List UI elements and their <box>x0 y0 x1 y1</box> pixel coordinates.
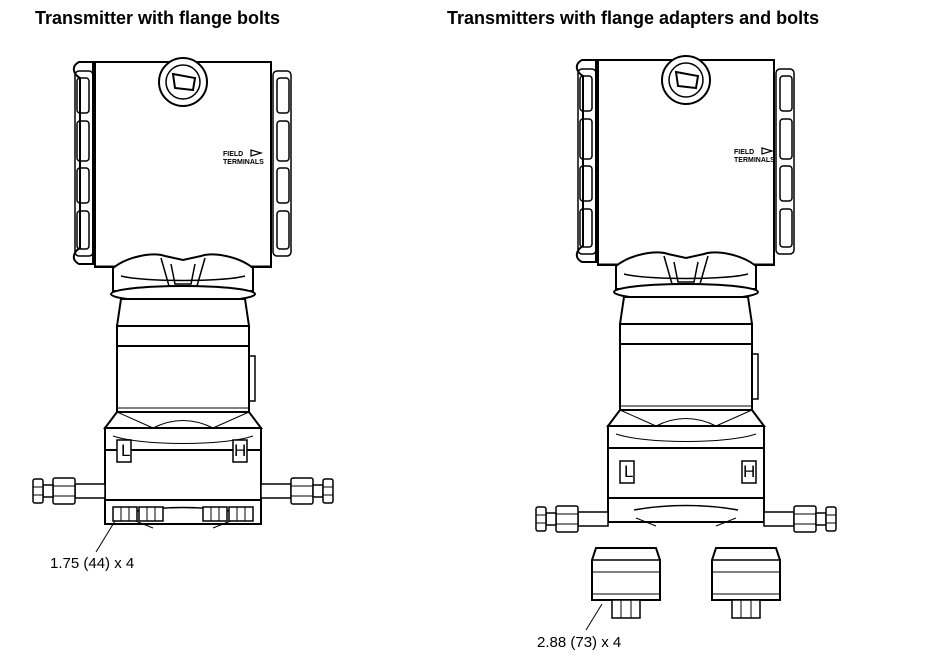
right-dimension-leader <box>585 603 603 631</box>
right-flange-adapter-high <box>711 547 781 619</box>
left-process-fitting-high <box>260 477 334 505</box>
right-high-port-box <box>741 460 757 484</box>
right-low-port-label: L <box>624 462 633 481</box>
left-bolt-1 <box>112 506 138 522</box>
right-process-fitting-high <box>763 505 837 533</box>
left-bolt-dimension: 1.75 (44) x 4 <box>50 555 135 572</box>
right-field-terminals-label: FIELD TERMINALS <box>734 147 775 164</box>
svg-text:FIELD: FIELD <box>734 149 754 156</box>
left-transmitter: FIELD TERMINALS L H <box>32 57 334 529</box>
right-figure-title: Transmitters with flange adapters and bo… <box>447 8 820 28</box>
left-bolt-3 <box>202 506 228 522</box>
svg-text:TERMINALS: TERMINALS <box>734 157 775 164</box>
svg-text:TERMINALS: TERMINALS <box>223 159 264 166</box>
right-low-port-box <box>619 460 635 484</box>
right-process-fitting-low <box>535 505 609 533</box>
left-dimension-leader <box>95 520 116 553</box>
left-process-fitting-low <box>32 477 106 505</box>
left-low-port-label: L <box>121 441 130 460</box>
right-bolt-dimension: 2.88 (73) x 4 <box>537 634 622 651</box>
left-low-port-box <box>116 439 132 463</box>
left-high-port-label: H <box>234 441 246 460</box>
svg-text:FIELD: FIELD <box>223 151 243 158</box>
right-transmitter: FIELD TERMINALS L H <box>535 55 837 619</box>
left-field-terminals-label: FIELD TERMINALS <box>223 149 264 166</box>
right-high-port-label: H <box>743 462 755 481</box>
left-figure-title: Transmitter with flange bolts <box>35 8 281 28</box>
right-flange-adapter-low <box>591 547 661 619</box>
left-bolt-4 <box>228 506 254 522</box>
left-bolt-2 <box>138 506 164 522</box>
left-high-port-box <box>232 439 248 463</box>
